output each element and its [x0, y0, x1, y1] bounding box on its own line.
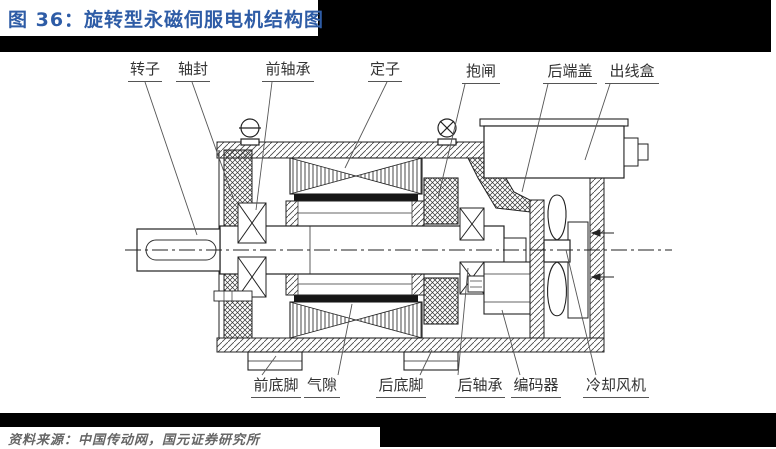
label-stator: 定子	[368, 60, 402, 82]
rotor-core	[285, 200, 425, 296]
label-cooling-fan: 冷却风机	[583, 376, 649, 398]
brake-part-bottom	[423, 277, 459, 325]
label-rear-foot: 后底脚	[376, 376, 426, 398]
cooling-fan-part	[543, 194, 589, 319]
housing-bottom-shell	[216, 337, 605, 353]
label-rotor: 转子	[128, 60, 162, 82]
cover-bolt	[213, 290, 253, 302]
fan-cowl	[589, 154, 605, 339]
outlet-box-part	[479, 118, 649, 179]
fan-bracket	[567, 221, 589, 319]
label-rear-end-cover: 后端盖	[543, 62, 597, 84]
front-bearing-part	[237, 202, 267, 298]
label-outlet-box: 出线盒	[605, 62, 659, 84]
mounting-feet	[247, 351, 459, 371]
source-note: 资料来源：中国传动网，国元证券研究所	[8, 432, 261, 448]
figure-title-box: 图 36：旋转型永磁伺服电机结构图	[0, 0, 323, 36]
label-front-foot: 前底脚	[251, 376, 301, 398]
label-shaft-seal: 轴封	[176, 60, 210, 82]
stator-bottom-winding	[289, 301, 423, 339]
airflow-arrows	[590, 229, 614, 281]
fan-hub	[543, 239, 571, 263]
magnet-strip-top	[294, 194, 418, 201]
label-encoder: 编码器	[511, 376, 561, 398]
magnet-strip-bottom	[294, 295, 418, 302]
rear-wall	[529, 199, 545, 339]
label-air-gap: 气隙	[304, 376, 340, 398]
eyebolt-rear	[437, 118, 457, 146]
label-brake: 抱闸	[462, 62, 500, 84]
leader-lines	[144, 81, 611, 376]
label-rear-bearing: 后轴承	[455, 376, 505, 398]
eyebolt-front	[239, 118, 261, 146]
figure-title: 图 36：旋转型永磁伺服电机结构图	[8, 8, 325, 31]
encoder-part	[467, 261, 531, 315]
source-box: 资料来源：中国传动网，国元证券研究所	[0, 427, 380, 449]
label-front-bearing: 前轴承	[262, 60, 314, 82]
stator-top-winding	[289, 157, 423, 195]
